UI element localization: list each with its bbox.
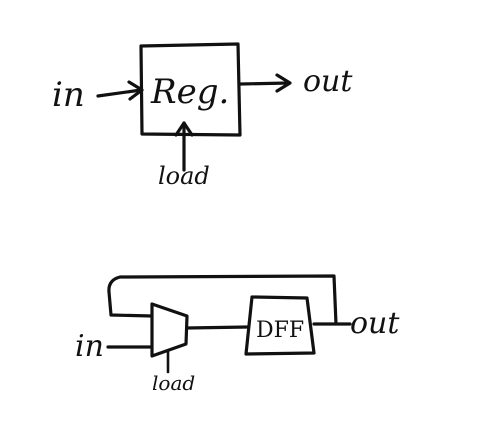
dff-block (244, 295, 316, 356)
register-block (139, 42, 242, 137)
feedback-wire (107, 274, 338, 326)
output-label-top: out (303, 64, 353, 99)
output-arrowhead-top (275, 73, 292, 93)
load-label-top: load (158, 162, 210, 190)
output-arrow-top (239, 81, 291, 86)
register-abstraction-diagram: Reg. in out load (52, 42, 353, 190)
input-label-bottom: in (75, 329, 104, 364)
register-block-label: Reg. (150, 72, 229, 112)
multiplexer (150, 302, 189, 358)
input-label-top: in (52, 75, 85, 115)
input-arrowhead-top (127, 80, 144, 101)
load-label-bottom: load (152, 371, 195, 395)
input-arrow-top (96, 88, 143, 98)
mux-to-dff-wire (185, 325, 250, 330)
output-label-bottom: out (350, 306, 400, 341)
dff-label: DFF (256, 318, 304, 343)
load-arrowhead-top (174, 121, 194, 137)
register-implementation-diagram: in DFF out load (75, 274, 400, 395)
